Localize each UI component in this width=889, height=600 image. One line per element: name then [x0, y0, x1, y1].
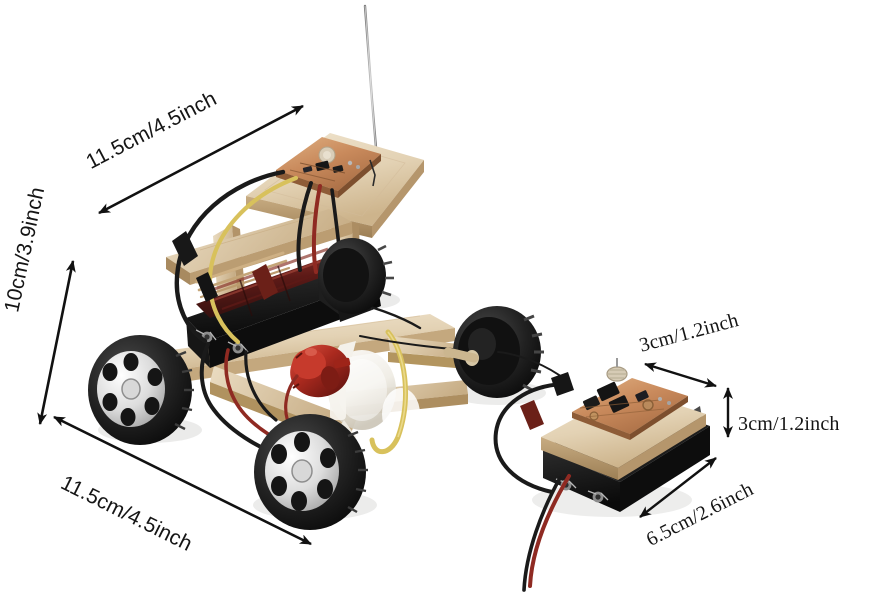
wire-connectors: [172, 231, 278, 302]
arrow-car-length-bottom: [53, 415, 312, 546]
front-right-wheel: [318, 238, 394, 314]
arrow-car-length-top: [98, 104, 304, 215]
transmitter-circuit-board: [572, 358, 688, 440]
dimension-label-remote-height: 3cm/1.2inch: [738, 413, 840, 435]
arrow-remote-width: [644, 362, 717, 388]
transmitter-connector-sleeves: [520, 372, 574, 430]
dimension-arrows: [37, 104, 733, 546]
yellow-wire-loop: [369, 329, 408, 455]
arrow-car-height: [37, 260, 76, 425]
red-motor: [290, 344, 351, 398]
transmitter-antenna-coil: [606, 358, 628, 382]
arrow-remote-depth: [639, 457, 717, 518]
transmitter-wires: [493, 351, 571, 592]
remote-controller-assembly: [493, 351, 710, 592]
rc-car-assembly: [88, 4, 546, 530]
